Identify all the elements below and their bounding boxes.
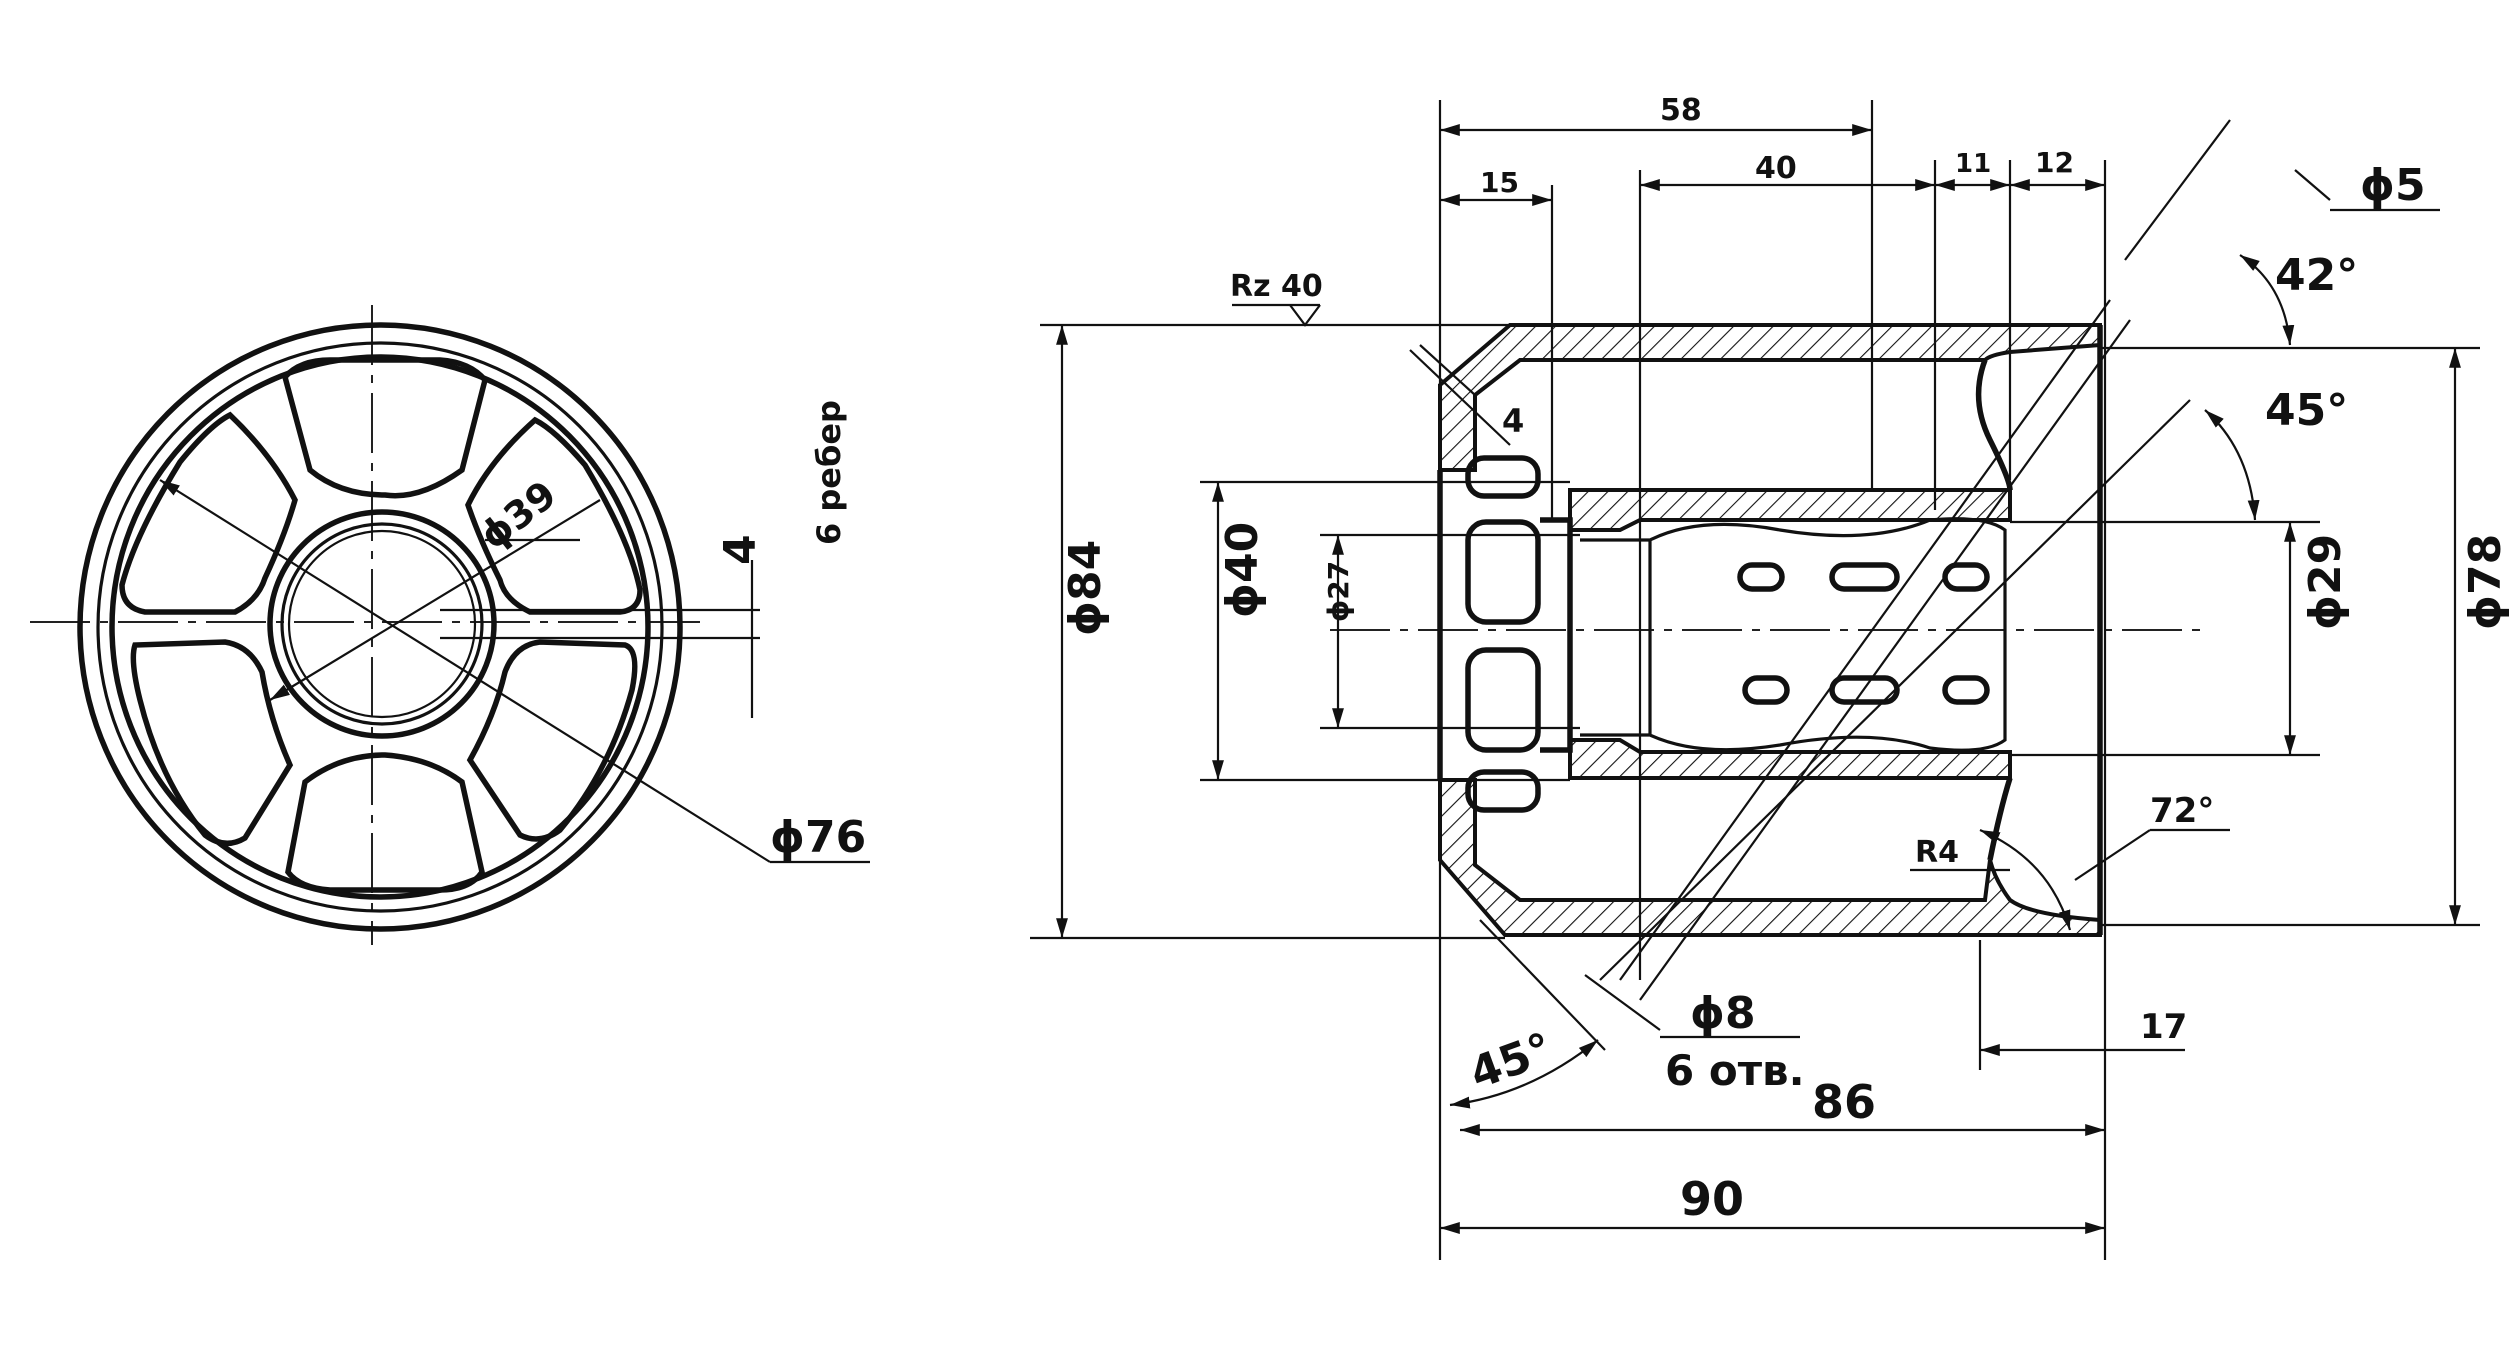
shell-top-wall [1438, 323, 2102, 472]
dim-12-label: 12 [2035, 146, 2074, 179]
dl-72-leader [2074, 829, 2151, 881]
dim-40-label: 40 [1755, 151, 1797, 186]
arc-42 [2239, 254, 2295, 346]
hole-dia-label: ϕ5 [2360, 160, 2426, 211]
roughness-symbol [1289, 304, 1321, 327]
wall-4-label: 4 [1502, 402, 1524, 440]
diag-line-3 [2124, 119, 2231, 261]
dia-40-label: ϕ40 [1217, 522, 1268, 618]
flange-pocket-3 [1465, 647, 1541, 753]
sleeve-slots [1737, 562, 1990, 705]
outer-rim-inner [96, 341, 664, 913]
arc-45-top [2204, 409, 2260, 521]
radius-label: R4 [1915, 835, 1959, 870]
dim-58-label: 58 [1660, 93, 1702, 128]
sleeve-top [1568, 488, 2012, 532]
hole-8-label: ϕ8 [1690, 988, 1756, 1039]
flange-pockets [1465, 455, 1541, 813]
roughness-label: Rz 40 [1230, 269, 1323, 304]
dim-rim-label: ϕ76 [770, 812, 866, 863]
dia-27-label: ϕ27 [1322, 561, 1355, 622]
flange-pocket-4 [1465, 769, 1541, 813]
slot-6 [1942, 675, 1990, 705]
section-view: 58 15 40 11 12 ϕ5 42° Rz 40 4 45° ϕ84 ϕ4… [1030, 93, 2511, 1260]
dl-phi5-leader [2294, 169, 2331, 201]
flange-pocket-1 [1465, 455, 1541, 499]
pocket-top-right [465, 416, 643, 615]
slot-4 [1742, 675, 1790, 705]
outer-rim [77, 322, 683, 932]
angle-arcs [1419, 254, 2295, 1109]
extension-lines [1030, 100, 2480, 1260]
diag-45-bottom [1479, 919, 1606, 1051]
pocket-top-left [119, 411, 298, 615]
diagonal-hole-lines [1599, 119, 2231, 1001]
hole-count-label: 6 отв. [1665, 1046, 1805, 1095]
flange-pocket-2 [1465, 519, 1541, 625]
hub-outer [267, 509, 497, 739]
pocket-top [281, 357, 489, 499]
pocket-bottom-right [466, 639, 638, 842]
dim-86-label: 86 [1812, 1075, 1876, 1129]
inner-rim [109, 354, 651, 900]
dl-phi8-leader [1584, 974, 1661, 1031]
angle-45-top-label: 45° [2265, 385, 2348, 436]
hub-bore [287, 529, 477, 719]
diag-wall4 [1419, 344, 1476, 396]
dim-15-label: 15 [1480, 166, 1519, 199]
dia-84-label: ϕ84 [1060, 540, 1111, 636]
diag-line-1 [1619, 299, 2111, 981]
dia-78-label: ϕ78 [2460, 534, 2511, 630]
dim-11-label: 11 [1955, 149, 1991, 179]
bore-profile [1580, 517, 2007, 752]
arc-72 [1979, 828, 2072, 931]
arc-45-bottom [1449, 1039, 1599, 1109]
pocket-bottom-left [130, 639, 294, 846]
angle-45-bottom-label: 45° [1463, 1023, 1559, 1099]
flange-front [1437, 470, 1573, 780]
dim-hub-leader [269, 499, 601, 701]
dim-rim-leader [159, 479, 771, 863]
end-view: ϕ39 ϕ76 4 6 ребер [30, 305, 870, 945]
dim-17-label: 17 [2140, 1007, 2187, 1047]
dim-90-label: 90 [1680, 1172, 1744, 1226]
angle-72-label: 72° [2150, 791, 2214, 831]
rib-thickness-label: 4 [715, 534, 766, 565]
sleeve-bottom [1568, 738, 2012, 780]
diag-line-2 [1639, 319, 2131, 1001]
slot-2 [1829, 562, 1900, 592]
pocket-bottom [285, 752, 485, 893]
rib-count-label: 6 ребер [810, 400, 848, 545]
dimension-lines [1056, 124, 2461, 1234]
dia-29-label: ϕ29 [2300, 534, 2351, 630]
dl-wall4-leader [1409, 349, 1511, 446]
hub-inner [280, 522, 484, 726]
slot-1 [1737, 562, 1785, 592]
slot-5 [1829, 675, 1900, 705]
diag-line-4 [1599, 399, 2191, 981]
rib-pockets [119, 357, 643, 893]
angle-42-label: 42° [2275, 250, 2358, 301]
